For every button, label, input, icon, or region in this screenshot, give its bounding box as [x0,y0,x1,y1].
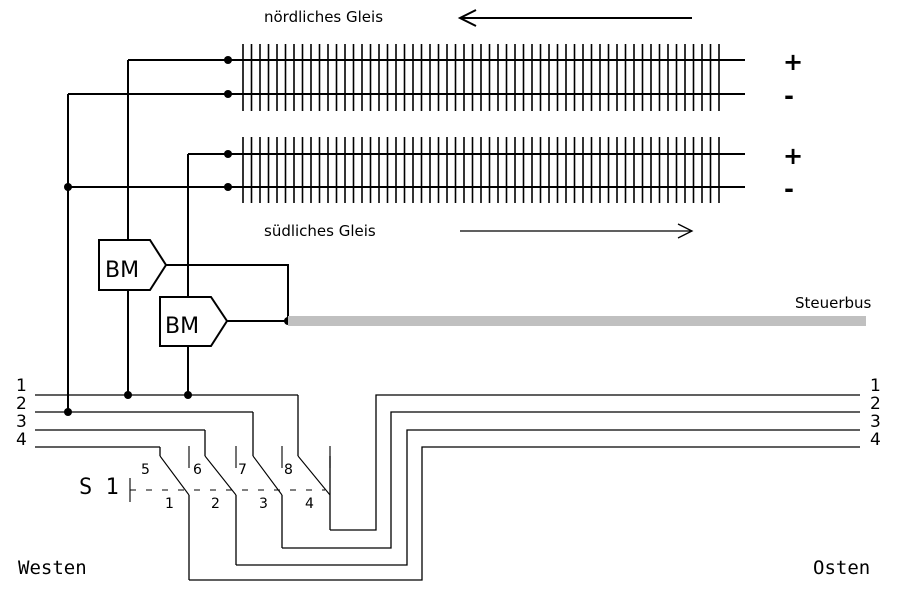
north-minus-sign: - [784,82,794,110]
south-plus-sign: + [783,142,803,170]
south-minus-sign: - [784,175,794,203]
switch-contact-3: 3 [259,496,268,512]
south-track-sleepers [242,137,720,203]
east-wire-4-label: 4 [870,430,881,450]
switch-contact-5: 5 [141,462,150,478]
feeder-wiring [67,59,289,412]
switch-contact-8: 8 [284,462,293,478]
bm-module-north-label: BM [105,258,139,283]
south-track [228,137,745,203]
switch-contact-2: 2 [211,496,220,512]
south-track-label: südliches Gleis [264,222,376,240]
wire-numbers-east: 1 2 3 4 [870,376,881,450]
control-bus-label: Steuerbus [795,294,872,312]
east-wire-3-label: 3 [870,412,881,432]
junction-dots [64,56,292,416]
west-wire-3-label: 3 [16,412,27,432]
switch-contact-7: 7 [238,462,247,478]
west-wire-2-label: 2 [16,394,27,414]
north-track [228,44,745,111]
east-label: Osten [813,557,870,579]
switch-contact-6: 6 [193,462,202,478]
west-wire-1-label: 1 [16,376,27,396]
switch-s1 [129,446,331,502]
eastbound-arrow-icon [460,223,694,239]
bm-module-south-label: BM [165,314,199,339]
west-label: Westen [18,557,87,579]
north-track-sleepers [242,44,720,111]
east-wire-2-label: 2 [870,394,881,414]
north-plus-sign: + [783,48,803,76]
east-wire-1-label: 1 [870,376,881,396]
wire-numbers-west: 1 2 3 4 [16,376,27,450]
switch-s1-label: S 1 [79,475,119,500]
bm-module-south: BM [159,296,229,347]
bm-module-north: BM [98,239,168,291]
westbound-arrow-icon [457,9,692,27]
switch-contact-1: 1 [165,496,174,512]
switch-contact-4: 4 [305,496,314,512]
west-wire-4-label: 4 [16,430,27,450]
control-bus [288,316,866,326]
bus-wires [35,394,860,581]
north-track-label: nördliches Gleis [264,8,383,26]
